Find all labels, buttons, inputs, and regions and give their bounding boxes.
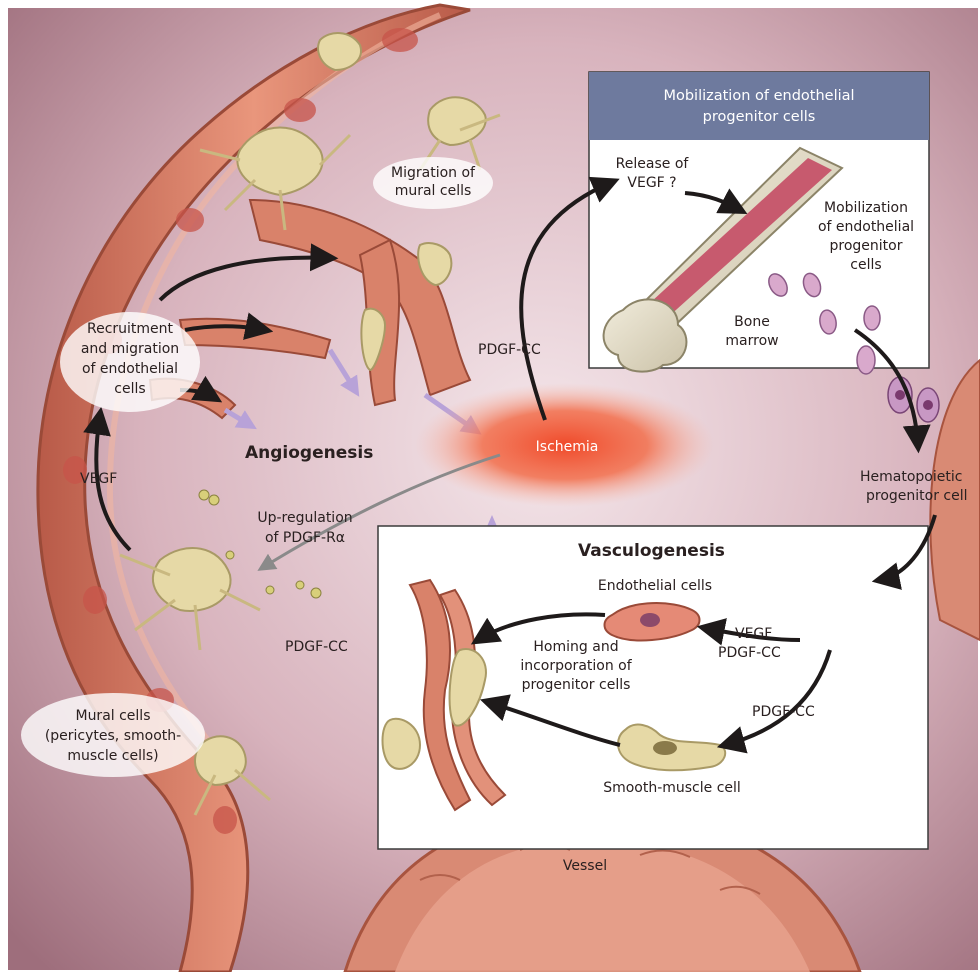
mobilization-line-4: cells bbox=[850, 257, 881, 273]
release-vegf-line-1: Release of bbox=[616, 156, 690, 172]
endothelial-cells-label: Endothelial cells bbox=[598, 578, 712, 594]
homing-line-2: incorporation of bbox=[520, 658, 632, 674]
pdgf-cc-left-label: PDGF-CC bbox=[285, 639, 348, 655]
vegf-box-label: VEGF bbox=[735, 626, 772, 642]
migration-mural-line-1: Migration of bbox=[391, 165, 476, 181]
recruitment-line-2: and migration bbox=[81, 341, 179, 357]
bone-marrow-line-2: marrow bbox=[725, 333, 778, 349]
hematopoietic-line-2: progenitor cell bbox=[866, 488, 968, 504]
pdgf-cc-box-label-a: PDGF-CC bbox=[718, 645, 781, 661]
upregulation-line-2: of PDGF-Rα bbox=[265, 530, 345, 546]
pdgf-cc-top-label: PDGF-CC bbox=[478, 342, 541, 358]
mobilization-line-3: progenitor bbox=[830, 238, 903, 254]
mobilization-title-line-2: progenitor cells bbox=[703, 109, 816, 125]
mural-cells-line-1: Mural cells bbox=[75, 708, 150, 724]
upregulation-line-1: Up-regulation bbox=[257, 510, 352, 526]
mobilization-line-1: Mobilization bbox=[824, 200, 908, 216]
recruitment-line-1: Recruitment bbox=[87, 321, 174, 337]
mural-cells-line-2: (pericytes, smooth- bbox=[45, 728, 181, 744]
homing-line-3: progenitor cells bbox=[522, 677, 631, 693]
pdgf-cc-box-label-b: PDGF-CC bbox=[752, 704, 815, 720]
mobilization-line-2: of endothelial bbox=[818, 219, 914, 235]
vegf-left-label: VEGF bbox=[80, 471, 117, 487]
smooth-muscle-label: Smooth-muscle cell bbox=[603, 780, 741, 796]
homing-line-1: Homing and bbox=[533, 639, 618, 655]
vasculogenesis-title: Vasculogenesis bbox=[578, 541, 725, 561]
hematopoietic-line-1: Hematopoietic bbox=[860, 469, 962, 485]
mural-cells-line-3: muscle cells) bbox=[67, 748, 158, 764]
ischemia-label: Ischemia bbox=[536, 439, 599, 455]
release-vegf-line-2: VEGF ? bbox=[627, 175, 676, 191]
bone-marrow-line-1: Bone bbox=[734, 314, 770, 330]
angiogenesis-label: Angiogenesis bbox=[245, 443, 373, 463]
vasculogenesis-box bbox=[378, 526, 928, 849]
vessel-label: Vessel bbox=[563, 858, 607, 874]
migration-mural-line-2: mural cells bbox=[395, 183, 472, 199]
recruitment-line-3: of endothelial bbox=[82, 361, 178, 377]
mobilization-title-line-1: Mobilization of endothelial bbox=[663, 88, 854, 104]
recruitment-line-4: cells bbox=[114, 381, 145, 397]
